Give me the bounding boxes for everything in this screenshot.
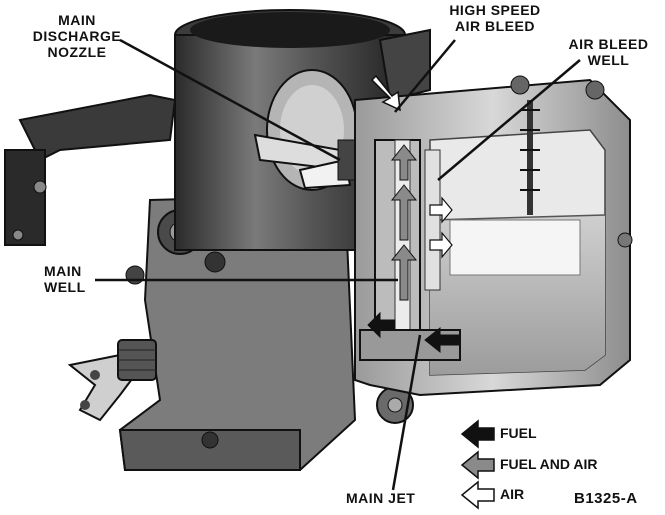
legend-fuel-label: FUEL <box>500 425 537 441</box>
flow-arrows <box>367 74 461 354</box>
discharge-nozzle <box>253 133 357 190</box>
leader-main-jet <box>391 334 422 491</box>
fuel-bowl <box>354 75 633 397</box>
label-main-well: MAIN WELL <box>44 263 86 295</box>
legend-air-label: AIR <box>500 486 525 502</box>
legend-fuel-arrow <box>460 419 495 449</box>
label-main-jet: MAIN JET <box>346 490 416 506</box>
throttle-lever <box>67 265 157 422</box>
legend-air-arrow <box>460 480 495 510</box>
legend-fuel-and-air-arrow <box>460 450 495 480</box>
leader-main-discharge-nozzle <box>119 38 341 162</box>
figure-code: B1325-A <box>574 490 638 507</box>
linkage-arm <box>4 93 177 246</box>
legend-arrows <box>460 419 495 510</box>
label-main-discharge-nozzle: MAIN DISCHARGE NOZZLE <box>32 12 122 60</box>
legend-fuel-and-air-label: FUEL AND AIR <box>500 456 598 472</box>
label-high-speed-air-bleed: HIGH SPEED AIR BLEED <box>449 2 541 34</box>
leader-high-speed-air-bleed <box>394 39 456 113</box>
label-air-bleed-well: AIR BLEED WELL <box>568 36 649 68</box>
leader-lines <box>95 38 581 491</box>
leader-air-bleed-well <box>437 59 581 181</box>
